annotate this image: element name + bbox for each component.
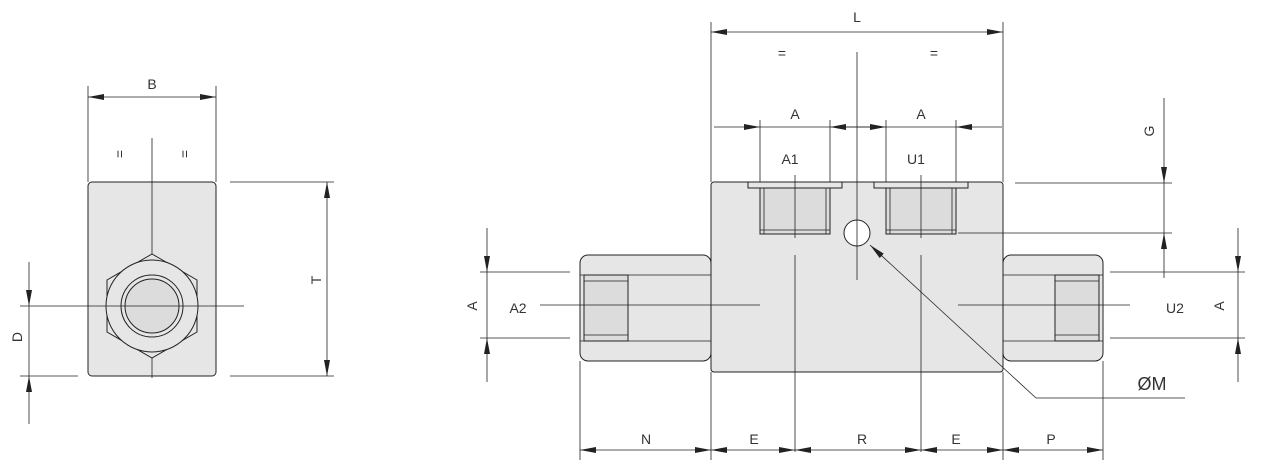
label-a2: A2 <box>509 300 526 316</box>
label-a-top-left: A <box>790 106 800 122</box>
label-diameter-m: ØM <box>1138 374 1167 394</box>
label-a-top-right: A <box>916 106 926 122</box>
label-t: T <box>308 275 324 284</box>
label-a-right: A <box>1211 301 1227 311</box>
label-r: R <box>857 431 867 447</box>
label-eq-r: = <box>930 45 938 61</box>
label-g: G <box>1141 126 1157 137</box>
label-p: P <box>1046 431 1055 447</box>
label-b: B <box>147 76 156 92</box>
side-view: B = = T D <box>9 76 334 424</box>
label-a-left: A <box>464 301 480 311</box>
label-n: N <box>641 431 651 447</box>
label-e-left: E <box>749 431 758 447</box>
label-u2: U2 <box>1166 300 1184 316</box>
label-l: L <box>853 9 861 25</box>
label-eq-right: = <box>177 150 193 158</box>
label-eq-left: = <box>112 150 128 158</box>
label-eq-l: = <box>778 45 786 61</box>
front-view: L = = A A A1 U1 G A A2 <box>464 9 1245 460</box>
label-u1: U1 <box>907 151 925 167</box>
label-d: D <box>9 332 25 342</box>
label-e-right: E <box>951 431 960 447</box>
label-a1: A1 <box>781 151 798 167</box>
